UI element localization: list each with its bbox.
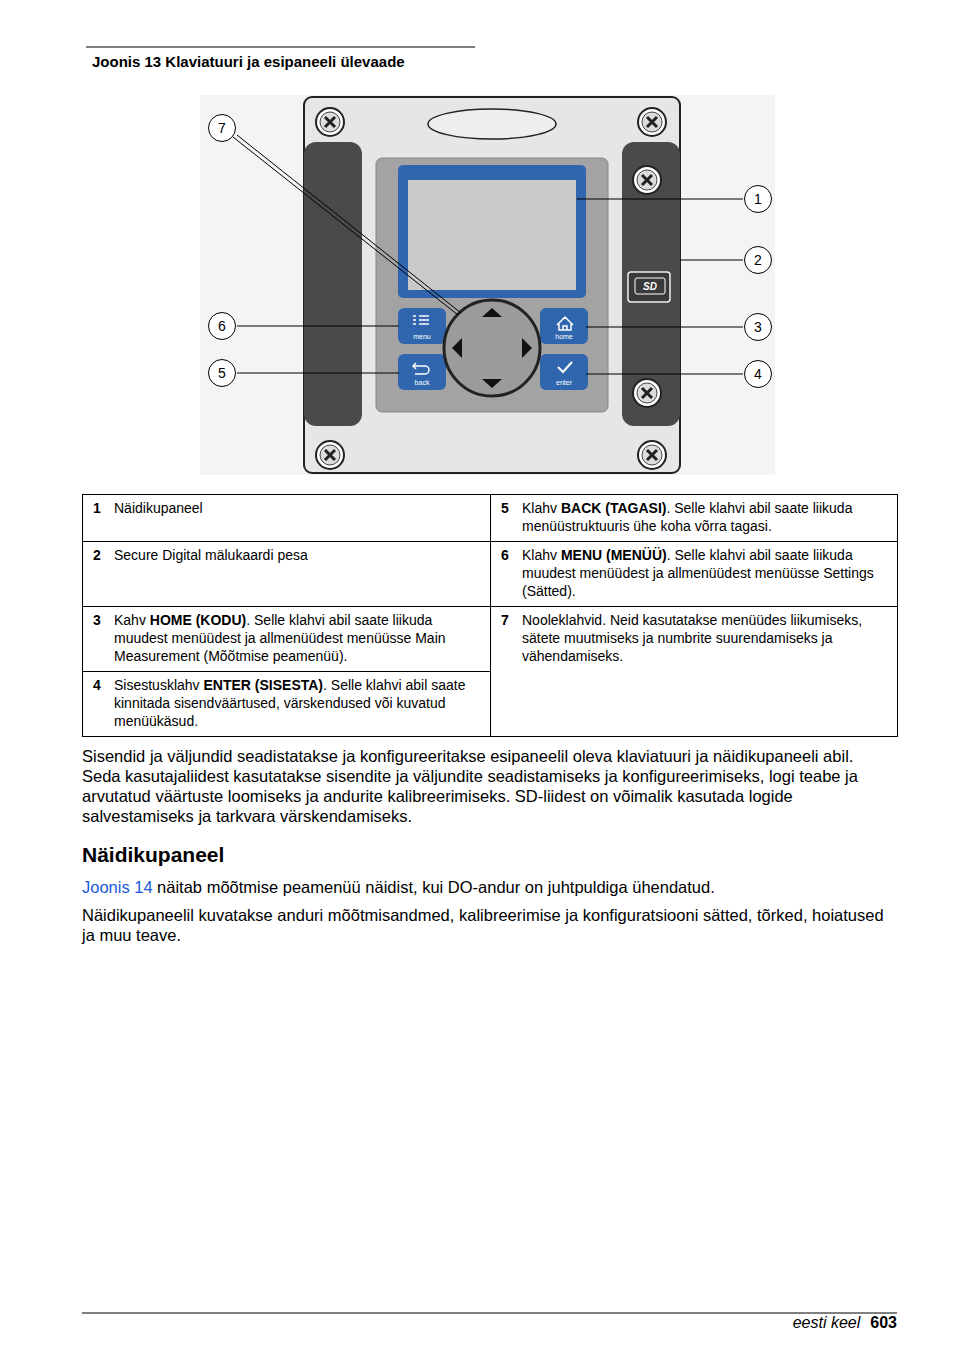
enter-key — [540, 354, 588, 390]
callout-text: 3 — [754, 319, 762, 335]
menu-key — [398, 308, 446, 344]
front-panel — [376, 158, 608, 412]
item-description: Klahv MENU (MENÜÜ). Selle klahvi abil sa… — [522, 546, 887, 600]
table-cell: 4Sisestusklahv ENTER (SISESTA). Selle kl… — [83, 672, 491, 737]
table-cell: 2Secure Digital mälukaardi pesa — [83, 542, 491, 607]
display-screen — [408, 180, 576, 290]
footer-rule — [82, 1313, 897, 1314]
title-rule — [86, 47, 475, 48]
left-grip — [304, 142, 362, 426]
back-key — [398, 354, 446, 390]
callout-number: 7 — [208, 114, 236, 142]
page-number: 603 — [870, 1314, 897, 1331]
item-number: 3 — [93, 611, 114, 665]
sd-card — [635, 278, 665, 294]
paragraph: Joonis 14näitab mõõtmise peamenüü näidis… — [82, 877, 896, 897]
item-number: 2 — [93, 546, 114, 600]
page-footer: eesti keel 603 — [793, 1314, 897, 1332]
table-cell: 7Nooleklahvid. Neid kasutatakse menüüdes… — [491, 607, 898, 737]
label-oval — [428, 109, 556, 139]
leader-lines — [233, 135, 743, 374]
body-text: Sisendid ja väljundid seadistatakse ja k… — [82, 746, 896, 953]
callout-number: 3 — [744, 313, 772, 341]
figure-ground — [200, 95, 775, 475]
table-cell: 3Kahv HOME (KODU). Selle klahvi abil saa… — [83, 607, 491, 672]
key-label: menu — [413, 333, 431, 341]
item-number: 6 — [501, 546, 522, 600]
key-label: enter — [556, 379, 572, 387]
paragraph-text: näitab mõõtmise peamenüü näidist, kui DO… — [157, 878, 715, 896]
table-cell: 5Klahv BACK (TAGASI). Selle klahvi abil … — [491, 495, 898, 542]
display-frame — [398, 165, 586, 298]
callout-number: 4 — [744, 360, 772, 388]
paragraph: Sisendid ja väljundid seadistatakse ja k… — [82, 746, 896, 826]
language-label: eesti keel — [793, 1314, 861, 1331]
right-grip — [622, 142, 680, 426]
callout-number: 6 — [208, 312, 236, 340]
sd-label: SD — [643, 281, 657, 292]
table-cell: 1Näidikupaneel — [83, 495, 491, 542]
figure-link: Joonis 14 — [82, 878, 153, 896]
item-number: 7 — [501, 611, 522, 730]
home-key — [540, 308, 588, 344]
callout-number: 1 — [744, 185, 772, 213]
legend-table: 1Näidikupaneel5Klahv BACK (TAGASI). Sell… — [82, 494, 898, 737]
sd-slot — [628, 272, 670, 302]
housing — [304, 97, 680, 473]
table-cell: 6Klahv MENU (MENÜÜ). Selle klahvi abil s… — [491, 542, 898, 607]
callout-text: 5 — [218, 365, 226, 381]
item-number: 4 — [93, 676, 114, 730]
section-heading: Näidikupaneel — [82, 842, 896, 868]
arrow-pad — [444, 300, 540, 396]
callout-text: 6 — [218, 318, 226, 334]
item-number: 1 — [93, 499, 114, 535]
figure-title: Joonis 13 Klaviatuuri ja esipaneeli ülev… — [92, 53, 405, 70]
callout-text: 1 — [754, 191, 762, 207]
item-description: Nooleklahvid. Neid kasutatakse menüüdes … — [522, 611, 887, 730]
item-description: Sisestusklahv ENTER (SISESTA). Selle kla… — [114, 676, 480, 730]
callout-number: 2 — [744, 246, 772, 274]
callout-text: 2 — [754, 252, 762, 268]
arrow-keys — [452, 308, 532, 388]
callout-text: 7 — [218, 120, 226, 136]
item-number: 5 — [501, 499, 522, 535]
item-description: Secure Digital mälukaardi pesa — [114, 546, 308, 600]
item-description: Näidikupaneel — [114, 499, 203, 535]
item-description: Klahv BACK (TAGASI). Selle klahvi abil s… — [522, 499, 887, 535]
key-label: home — [555, 333, 573, 341]
callout-text: 4 — [754, 366, 762, 382]
item-description: Kahv HOME (KODU). Selle klahvi abil saat… — [114, 611, 480, 665]
paragraph: Näidikupaneelil kuvatakse anduri mõõtmis… — [82, 905, 896, 945]
key-label: back — [415, 379, 430, 387]
callout-number: 5 — [208, 359, 236, 387]
